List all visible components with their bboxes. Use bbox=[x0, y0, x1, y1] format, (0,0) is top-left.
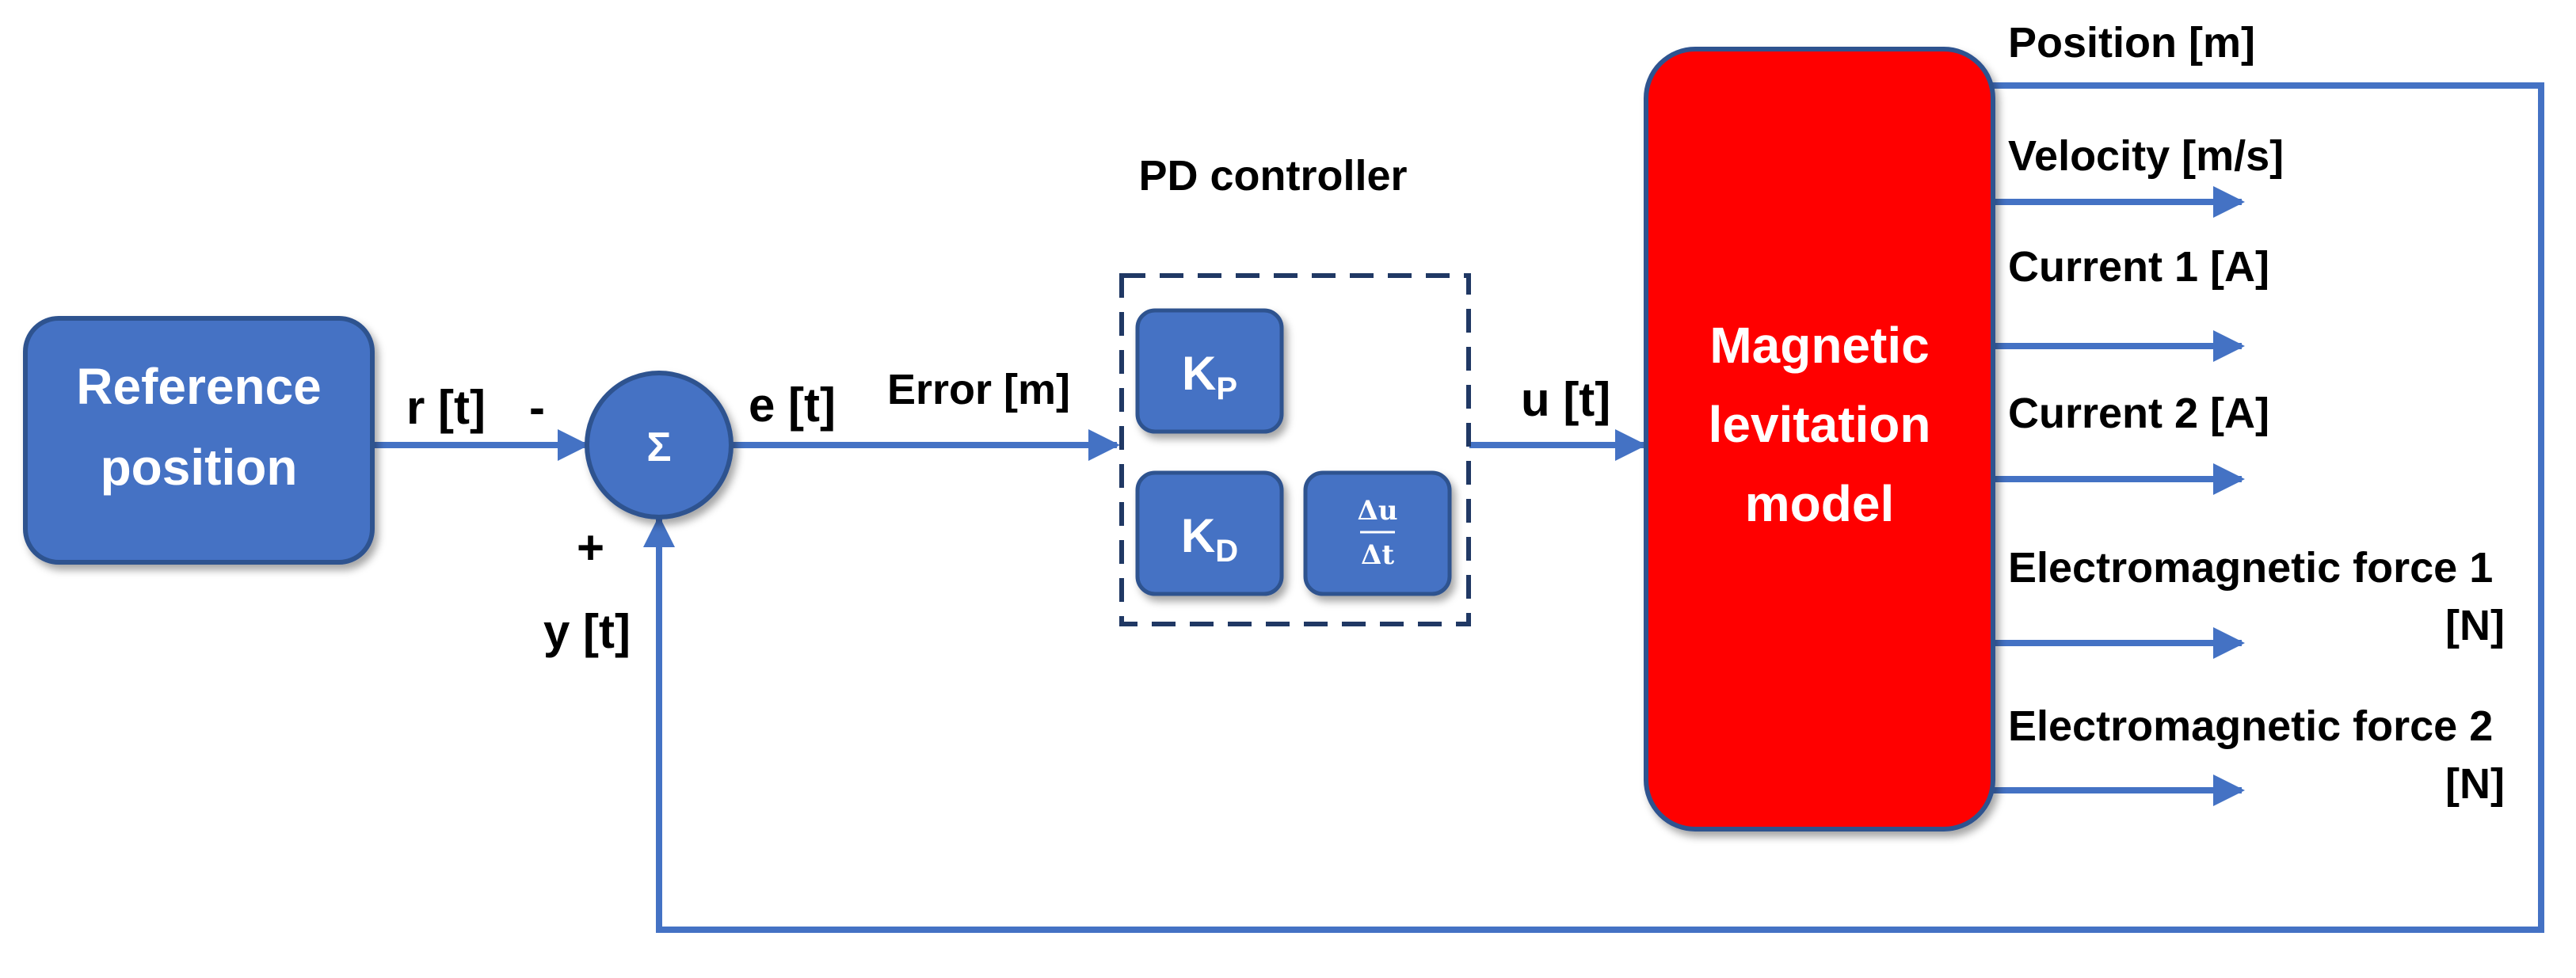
reference-label-line2: position bbox=[101, 439, 298, 496]
kp-main-text: K bbox=[1182, 347, 1216, 400]
output-force2-label-line2: [N] bbox=[2445, 760, 2505, 808]
signal-y-label: y [t] bbox=[543, 605, 631, 658]
signal-plus-sign: + bbox=[577, 521, 604, 574]
reference-label-line1: Reference bbox=[76, 358, 322, 415]
svg-text:KP: KP bbox=[1182, 347, 1237, 406]
kd-block: KD bbox=[1135, 470, 1284, 596]
controller-dashed-border bbox=[1119, 273, 1471, 626]
signal-e-label: e [t] bbox=[749, 379, 836, 432]
kd-subscript: D bbox=[1215, 534, 1238, 569]
output-current2-label: Current 2 [A] bbox=[2008, 390, 2269, 437]
output-force1-label-line2: [N] bbox=[2445, 602, 2505, 649]
line-feedback-loop bbox=[643, 82, 2544, 933]
model-label-line3: model bbox=[1745, 475, 1894, 532]
reference-block: Reference position bbox=[23, 316, 375, 565]
model-label-line1: Magnetic bbox=[1709, 317, 1929, 374]
signal-error-label: Error [m] bbox=[887, 366, 1070, 413]
kp-block: KP bbox=[1135, 308, 1284, 434]
derivative-denominator: Δt bbox=[1361, 539, 1394, 571]
output-force1-label-line1: Electromagnetic force 1 bbox=[2008, 544, 2493, 592]
kd-main-text: K bbox=[1181, 509, 1215, 562]
output-position-label: Position [m] bbox=[2008, 19, 2255, 67]
signal-minus-sign: - bbox=[529, 381, 545, 434]
summing-junction: Σ bbox=[585, 371, 734, 519]
model-label-line2: levitation bbox=[1709, 396, 1931, 453]
kp-subscript: P bbox=[1216, 371, 1237, 406]
derivative-numerator: Δu bbox=[1357, 495, 1397, 527]
output-current1-label: Current 1 [A] bbox=[2008, 243, 2269, 291]
controller-title: PD controller bbox=[1138, 152, 1407, 200]
signal-u-label: u [t] bbox=[1521, 373, 1610, 426]
sum-symbol: Σ bbox=[646, 424, 671, 470]
maglev-model-block: Magnetic levitation model bbox=[1644, 47, 1995, 831]
output-velocity-label: Velocity [m/s] bbox=[2008, 132, 2284, 180]
derivative-block: Δu Δt bbox=[1303, 470, 1452, 596]
pd-controller: PD controller KP KD Δu Δt bbox=[1119, 152, 1471, 626]
signal-r-label: r [t] bbox=[406, 381, 486, 434]
output-force2-label-line1: Electromagnetic force 2 bbox=[2008, 702, 2493, 750]
svg-text:KD: KD bbox=[1181, 509, 1238, 569]
